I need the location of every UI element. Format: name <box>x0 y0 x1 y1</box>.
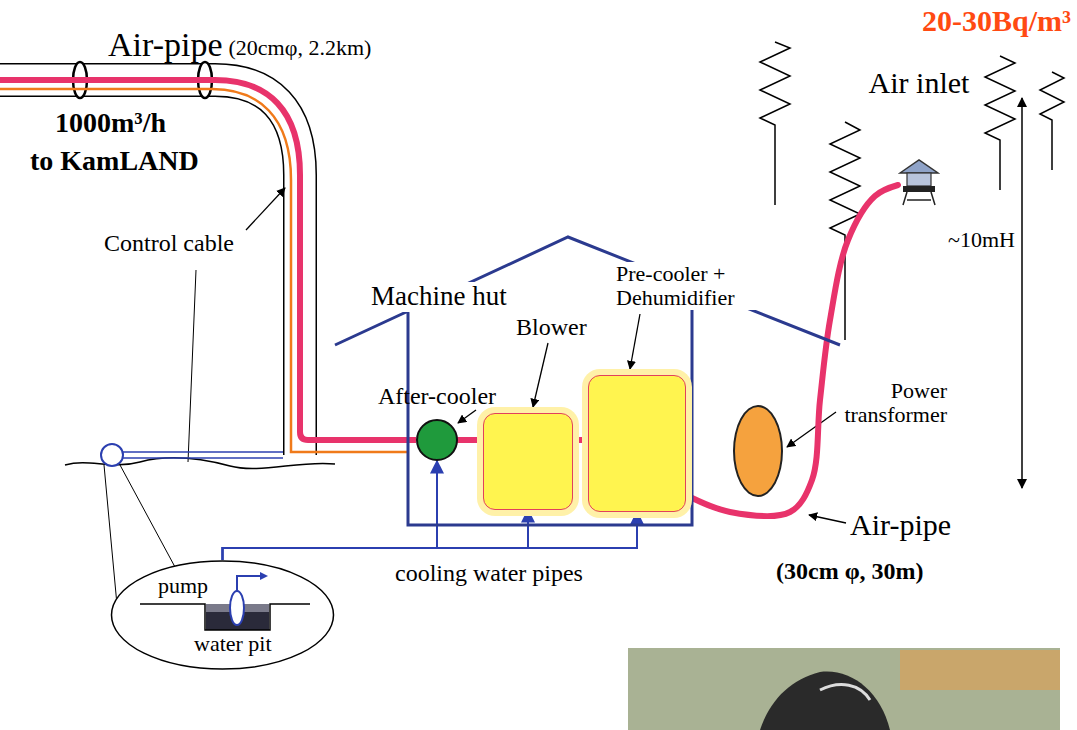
photo-highlight <box>820 685 870 700</box>
air-pipe-tube <box>0 80 300 455</box>
dimension-arrow <box>1021 98 1023 488</box>
tree-symbol <box>760 42 790 205</box>
inlet-body <box>907 173 931 186</box>
pump-outlet-head <box>260 572 268 580</box>
inlet-legs <box>903 192 935 205</box>
air-pipe <box>458 437 483 443</box>
cooling-water-pipe <box>223 461 438 560</box>
pipe-label: Air-pipe <box>850 508 951 541</box>
air-inlet-symbol <box>898 158 940 206</box>
pre-cooler-dehumidifier: Pre-cooler + Dehumidifier <box>588 375 686 512</box>
water-pit: pump water pit <box>110 560 335 670</box>
leader-arrow <box>246 188 285 230</box>
radon-level: 20-30Bq/m³ <box>922 4 1071 37</box>
inlet-base <box>903 186 935 192</box>
cable-label: Control cable <box>104 230 234 256</box>
photo-object <box>760 672 890 730</box>
water-pipe <box>123 451 283 453</box>
tree-symbol <box>1040 72 1064 170</box>
after-cooler: After-cooler <box>416 419 458 461</box>
pit-label: water pit <box>194 632 272 656</box>
water-pipe <box>123 457 283 459</box>
pump-label: pump <box>158 574 208 598</box>
pipe-label: cooling water pipes <box>395 560 583 586</box>
height-dimension: ~10mH <box>948 228 1015 252</box>
equipment-label: After-cooler <box>378 383 496 409</box>
blower: Blower <box>483 413 573 510</box>
leader-line <box>188 270 196 462</box>
pipe-dimension: (30cm φ, 30m) <box>776 558 924 584</box>
hut-roof-walls <box>335 237 840 525</box>
air-pipe <box>686 185 898 516</box>
hut-label: Machine hut <box>368 282 510 312</box>
leader-arrow <box>809 515 846 523</box>
equipment-label: Blower <box>516 314 587 340</box>
flow-rate: 1000m³/h <box>55 108 166 139</box>
cooling-water-pipe <box>223 510 529 560</box>
callout-line <box>120 465 175 567</box>
callout-line <box>104 465 117 605</box>
cooling-water-pipe <box>223 512 638 560</box>
pipe-dimension: (20cmφ, 2.2km) <box>229 36 372 60</box>
pump-symbol <box>230 591 244 625</box>
air-pipe <box>573 437 588 443</box>
leader-arrow <box>787 412 836 447</box>
air-pipe-tube <box>0 80 300 455</box>
connectors <box>223 185 899 560</box>
tree-symbol <box>985 56 1015 190</box>
equipment-label: Power transformer <box>832 379 947 427</box>
pump-outlet <box>237 576 260 591</box>
pit-ground <box>140 604 310 630</box>
inlet-label: Air inlet <box>869 66 970 99</box>
control-cable <box>0 89 408 452</box>
callout-ellipse <box>112 561 334 669</box>
power-transformer: Power transformer <box>733 405 783 497</box>
photo-inset <box>628 648 1060 730</box>
inlet-hood <box>900 160 938 173</box>
pipe-label: Air-pipe <box>108 26 223 63</box>
equipment-label: Pre-cooler + Dehumidifier <box>613 262 779 310</box>
leader-arrow <box>630 314 640 369</box>
flow-destination: to KamLAND <box>30 146 199 177</box>
photo-wood <box>900 650 1060 690</box>
leader-arrow <box>458 410 476 423</box>
air-inlet: Air inlet <box>898 158 940 206</box>
leader-arrow <box>533 343 548 407</box>
pump-marker <box>101 444 123 466</box>
photo-ground <box>628 648 1060 730</box>
air-pipe <box>0 80 416 440</box>
